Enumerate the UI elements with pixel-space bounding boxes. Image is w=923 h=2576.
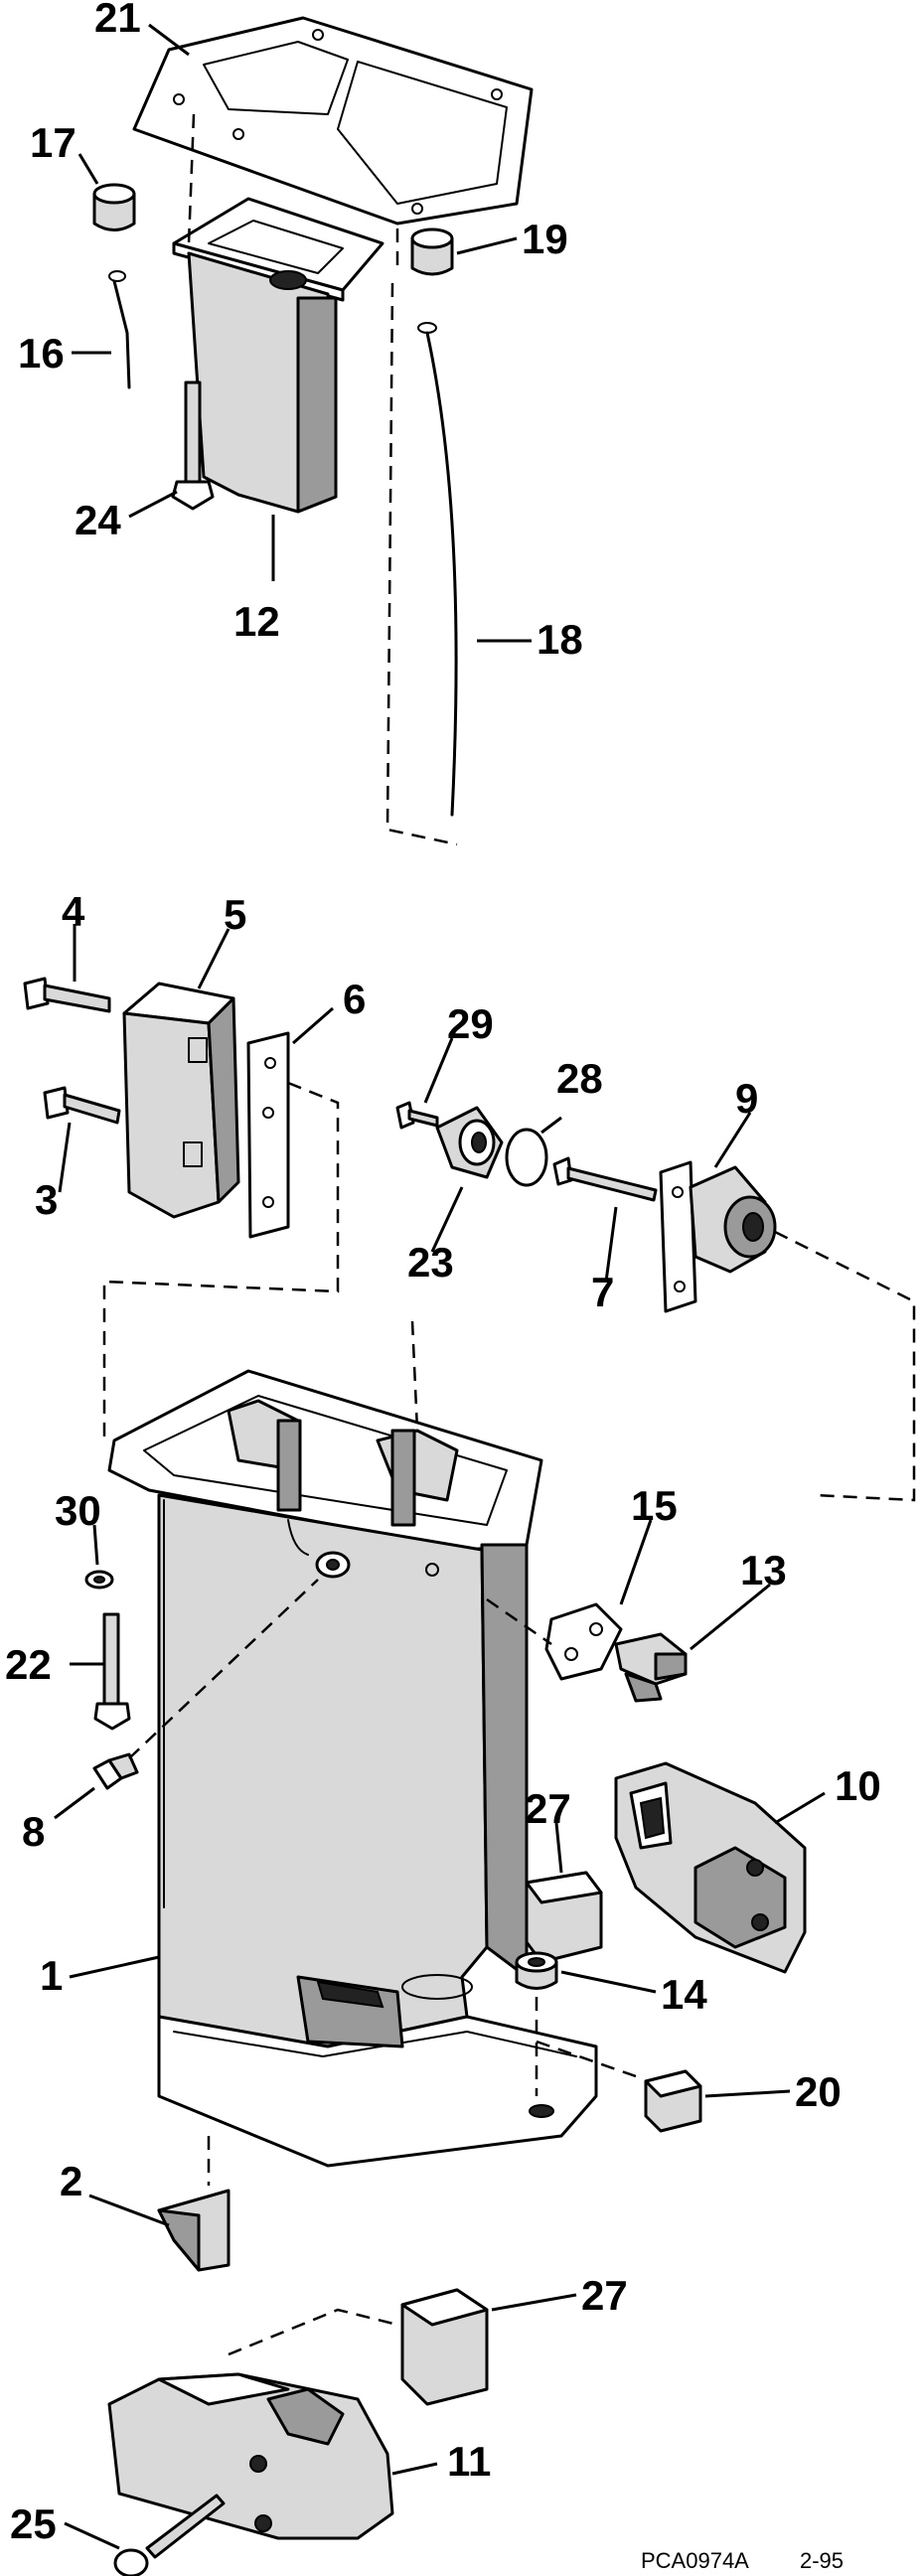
alignment-guide-center: [410, 1320, 419, 1432]
part-22-bolt: [93, 1612, 131, 1731]
part-15-gasket: [544, 1602, 623, 1681]
callout-11: 11: [447, 2438, 491, 2485]
callout-9: 9: [735, 1075, 758, 1122]
callout-15: 15: [631, 1482, 678, 1529]
part-8-bolt: [92, 1752, 139, 1790]
callout-13: 13: [740, 1547, 787, 1593]
callout-2: 2: [60, 2158, 82, 2204]
callout-16: 16: [18, 330, 65, 377]
callout-20: 20: [795, 2068, 842, 2115]
date-code: 2-95: [800, 2548, 844, 2573]
callout-1: 1: [40, 1952, 63, 1999]
part-17-grommet: [92, 183, 136, 231]
part-4-screw: [23, 977, 111, 1013]
callout-21: 21: [94, 0, 141, 41]
callout-22: 22: [5, 1641, 52, 1688]
part-19-grommet: [410, 227, 454, 276]
part-5-cover: [122, 982, 240, 1219]
part-13-fitting: [614, 1632, 688, 1703]
alignment-guide-bolt-8: [128, 1579, 319, 1759]
callout-18: 18: [537, 616, 583, 663]
callout-8: 8: [22, 1808, 45, 1855]
callout-6: 6: [343, 976, 366, 1022]
part-14-grommet: [515, 1951, 558, 1990]
alignment-guides-top: [187, 113, 458, 846]
alignment-guide-right: [774, 1230, 916, 1502]
alignment-guide-pad-20: [536, 2040, 637, 2078]
alignment-guide-cover: [102, 1081, 340, 1440]
leader-lines: [54, 23, 826, 2550]
part-30-washer: [84, 1570, 114, 1590]
callout-numbers: 21 17 19 16 24 12 18 4 5 6 3 29 28 9 23 …: [5, 0, 881, 2547]
callout-17: 17: [30, 119, 77, 166]
callout-24: 24: [75, 497, 121, 543]
part-12-exhaust-housing-adapter: [172, 197, 385, 514]
callout-12: 12: [233, 598, 280, 645]
callout-23: 23: [407, 1239, 454, 1286]
alignment-guide-gasket: [486, 1597, 552, 1646]
callout-4: 4: [62, 888, 85, 935]
part-21-gasket: [132, 16, 534, 226]
part-10-bracket: [614, 1761, 807, 1974]
part-3-screw: [43, 1086, 121, 1125]
callout-30: 30: [55, 1487, 101, 1534]
callout-19: 19: [522, 216, 568, 262]
part-23-fitting: [435, 1106, 504, 1179]
callout-3: 3: [35, 1176, 58, 1223]
part-28-o-ring: [505, 1128, 548, 1187]
callout-5: 5: [224, 891, 246, 938]
callout-7: 7: [591, 1269, 614, 1315]
callout-29: 29: [447, 1000, 494, 1047]
callout-27-lower: 27: [581, 2272, 628, 2319]
part-2-clip: [157, 2189, 231, 2272]
callout-27-upper: 27: [525, 1785, 571, 1832]
callout-28: 28: [556, 1055, 603, 1102]
part-1-drive-shaft-housing: [107, 1369, 598, 2168]
part-9-mechanism: [659, 1160, 777, 1313]
callout-10: 10: [835, 1762, 881, 1809]
part-29-screw: [395, 1101, 439, 1130]
alignment-guide-lower-pad: [228, 2308, 398, 2356]
part-25-screw: [113, 2494, 226, 2576]
part-7-screw: [552, 1156, 658, 1202]
part-27-lower-pad: [400, 2288, 489, 2406]
part-20-pad: [644, 2069, 702, 2133]
callout-25: 25: [10, 2500, 57, 2547]
part-18-water-tube: [417, 322, 458, 817]
part-27-upper-pad: [525, 1871, 603, 1964]
callout-14: 14: [661, 1971, 707, 2018]
drawing-id: PCA0974A: [641, 2548, 749, 2573]
part-11-lower-cover: [107, 2372, 394, 2540]
part-6-gasket: [246, 1031, 290, 1239]
part-16-tube: [108, 270, 131, 389]
